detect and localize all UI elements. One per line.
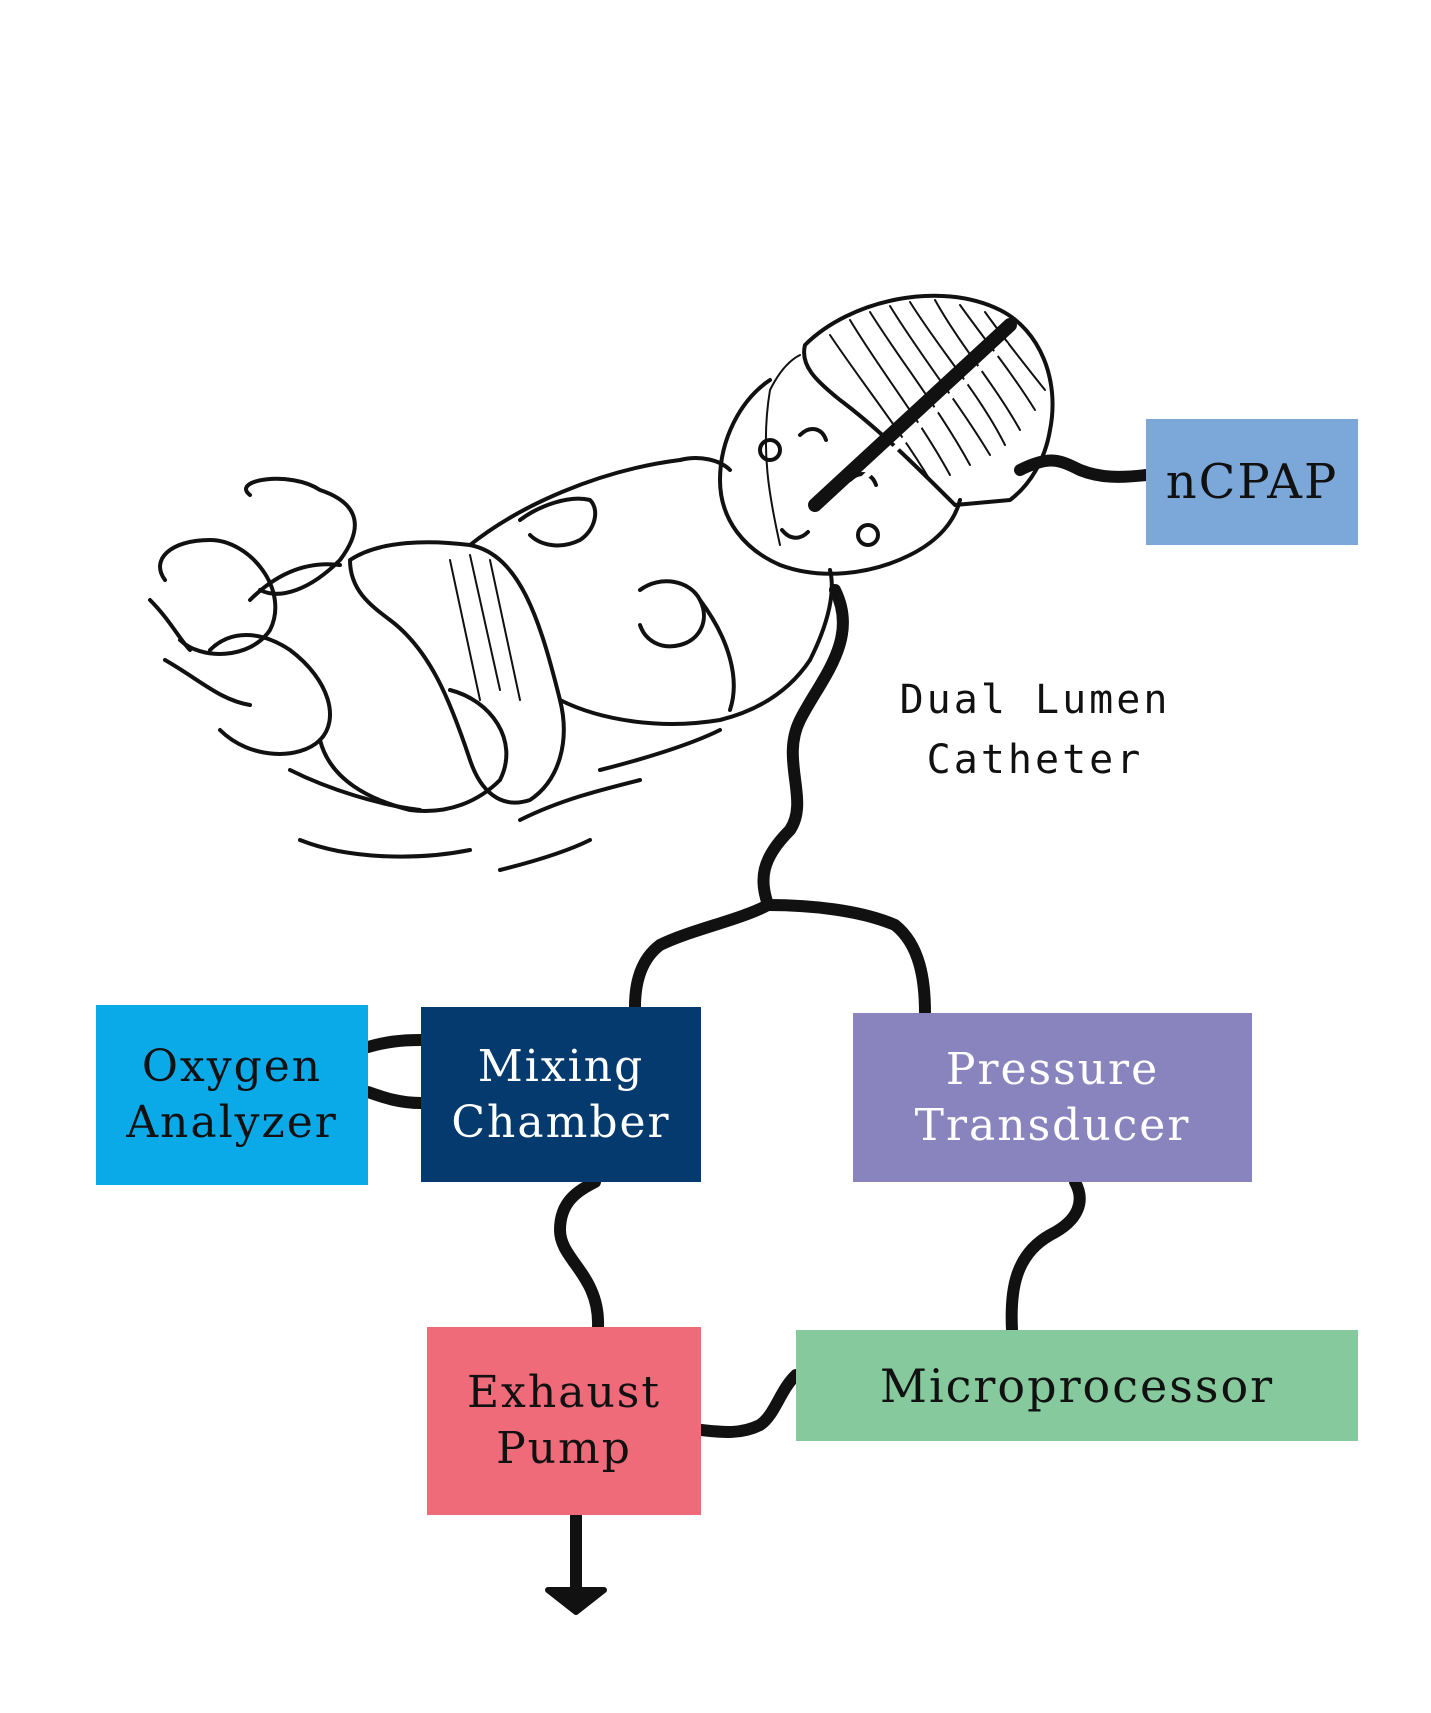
pressure-transducer-box: Pressure Transducer — [853, 1013, 1252, 1182]
microprocessor-box: Microprocessor — [796, 1330, 1358, 1441]
oxygen-analyzer-label-line2: Analyzer — [126, 1097, 338, 1148]
edge-mixing-exhaust — [554, 1176, 605, 1333]
edge-catheter — [757, 584, 849, 911]
edge-oxygen-mixing-2 — [362, 1086, 427, 1109]
mixing-chamber-label-line1: Mixing — [477, 1040, 645, 1092]
exhaust-pump-box: Exhaust Pump — [427, 1327, 701, 1515]
exhaust-arrow-icon — [545, 1587, 607, 1615]
catheter-label-line1: Dual Lumen — [899, 677, 1171, 723]
oxygen-analyzer-label-line1: Oxygen — [141, 1041, 323, 1092]
catheter-label-line2: Catheter — [926, 737, 1144, 783]
edge-oxygen-mixing-1 — [362, 1034, 427, 1053]
edge-pressure-micro — [1005, 1176, 1086, 1336]
edge-split-mixing — [629, 899, 774, 1013]
exhaust-pump-label-line1: Exhaust — [466, 1367, 662, 1418]
mixing-chamber-label-line2: Chamber — [451, 1096, 671, 1148]
oxygen-analyzer-box: Oxygen Analyzer — [96, 1005, 368, 1185]
infant-illustration — [148, 293, 1055, 872]
exhaust-pump-label-line2: Pump — [496, 1423, 632, 1474]
pressure-transducer-label-line2: Transducer — [914, 1099, 1191, 1151]
ncpap-box: nCPAP — [1146, 419, 1358, 545]
pressure-transducer-label-line1: Pressure — [945, 1043, 1160, 1095]
dual-lumen-catheter-label: Dual Lumen Catheter — [845, 670, 1225, 790]
ncpap-label: nCPAP — [1165, 454, 1339, 510]
edge-ncpap-infant — [1014, 454, 1152, 483]
edge-micro-exhaust — [695, 1369, 802, 1438]
edge-split-pressure — [762, 899, 931, 1019]
microprocessor-label: Microprocessor — [879, 1358, 1275, 1413]
mixing-chamber-box: Mixing Chamber — [421, 1007, 701, 1182]
